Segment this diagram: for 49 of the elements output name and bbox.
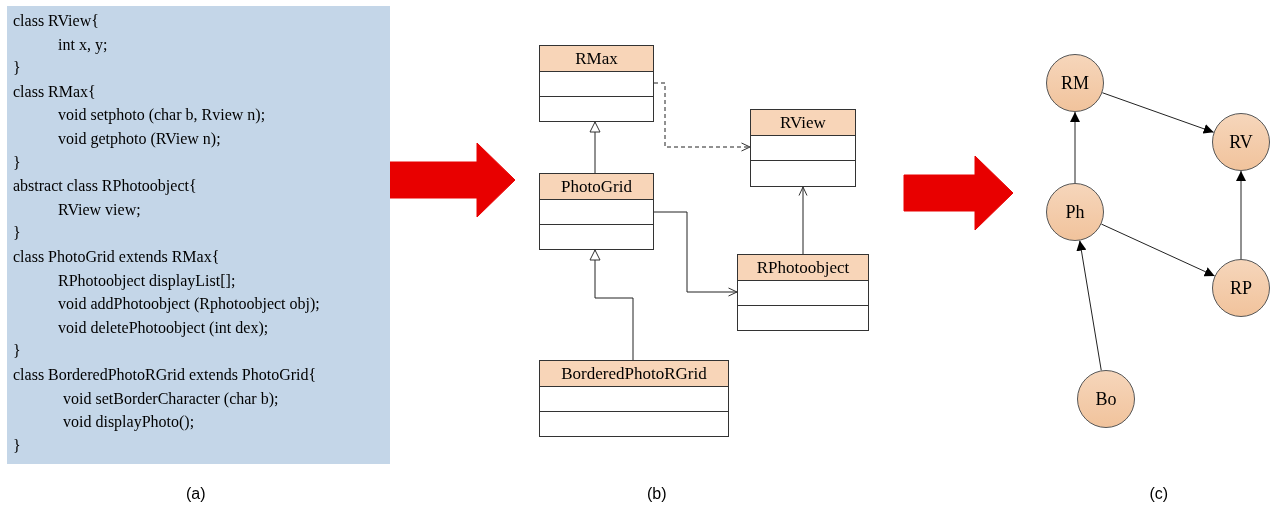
class-box — [539, 45, 654, 122]
code-line: } — [13, 58, 21, 79]
code-line: void getphoto (RView n); — [58, 129, 221, 149]
code-line: class RMax{ — [13, 81, 96, 102]
code-line: } — [13, 223, 21, 244]
class-name: RView — [779, 112, 827, 134]
block-arrow — [389, 142, 516, 218]
code-line: void deletePhotoobject (int dex); — [58, 317, 269, 338]
class-name: PhotoGrid — [560, 176, 633, 198]
class-box — [737, 254, 869, 331]
block-arrow — [903, 155, 1014, 231]
class-box — [750, 109, 856, 187]
code-line: class RView{ — [13, 11, 99, 31]
code-line: } — [13, 152, 21, 173]
code-line: class BorderedPhotoRGrid extends PhotoGrid{ — [13, 365, 317, 385]
class-box — [539, 360, 729, 437]
code-line: void displayPhoto(); — [63, 412, 195, 433]
code-line: } — [13, 435, 21, 456]
dashed-arrow — [653, 82, 751, 152]
node-label: Ph — [1065, 201, 1085, 223]
code-line: void setBorderCharacter (char b); — [63, 388, 279, 409]
code-line: void setphoto (char b, Rview n); — [58, 105, 266, 126]
code-line: void addPhotoobject (Rphotoobject obj); — [58, 294, 320, 315]
panel-label: (c) — [1149, 484, 1169, 504]
node-label: Bo — [1095, 388, 1117, 410]
code-line: RView view; — [58, 199, 141, 220]
node-label: RV — [1229, 131, 1253, 153]
code-line: class PhotoGrid extends RMax{ — [13, 247, 220, 267]
node-label: RP — [1230, 277, 1252, 299]
arrow — [1070, 111, 1080, 184]
code-line: abstract class RPhotoobject{ — [13, 176, 197, 197]
code-line: int x, y; — [58, 34, 108, 55]
class-box — [539, 173, 654, 250]
class-name: RMax — [574, 48, 619, 70]
panel-label: (b) — [647, 484, 667, 504]
code-line: } — [13, 341, 21, 362]
arrow — [798, 186, 808, 255]
arrow — [653, 211, 738, 297]
class-name: BorderedPhotoRGrid — [560, 363, 708, 385]
arrow — [1100, 223, 1216, 277]
arrow — [589, 249, 634, 361]
panel-label: (a) — [186, 484, 206, 504]
node-label: RM — [1061, 72, 1089, 94]
arrow — [1101, 92, 1215, 134]
arrow — [589, 121, 601, 174]
arrow — [1236, 170, 1246, 260]
arrow — [1076, 240, 1102, 371]
code-line: RPhotoobject displayList[]; — [58, 270, 236, 291]
class-name: RPhotoobject — [755, 257, 851, 279]
